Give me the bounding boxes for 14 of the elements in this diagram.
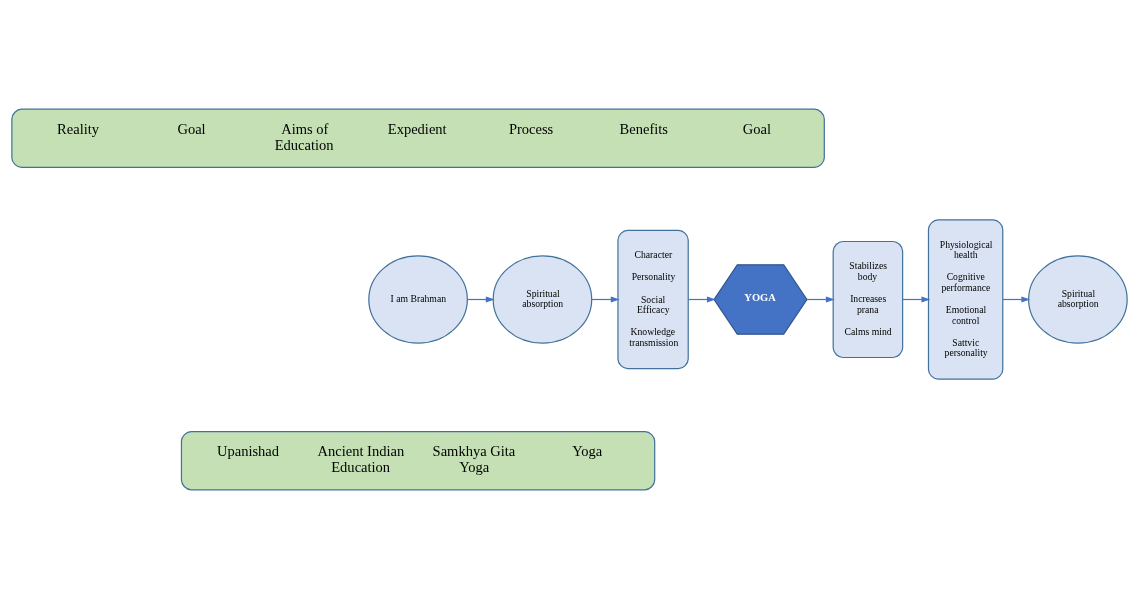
node-box: Reality Goal Aims of Education Expedient Process Benefits Goal: [11, 108, 825, 168]
node-box: Stabilizes body Increases prana Calms mind: [832, 240, 904, 358]
arrow: [1002, 295, 1031, 303]
node-ellipse: Spiritual absorption: [1028, 254, 1128, 344]
node-box: Character Personality Social Efficacy Knowledge transmission: [617, 229, 689, 369]
node-box: Physiological health Cognitive performance Emotional control Sattvic personality: [927, 218, 1004, 380]
arrow: [466, 295, 495, 303]
node-ellipse: Spiritual absorption: [492, 254, 593, 344]
node-box: Upanishad Ancient Indian Education Samkhya Gita Yoga Yoga: [180, 430, 656, 490]
arrow: [687, 295, 716, 303]
arrow: [806, 295, 835, 303]
arrow: [591, 295, 620, 303]
arrow: [902, 295, 931, 303]
node-ellipse: I am Brahman: [368, 254, 468, 344]
